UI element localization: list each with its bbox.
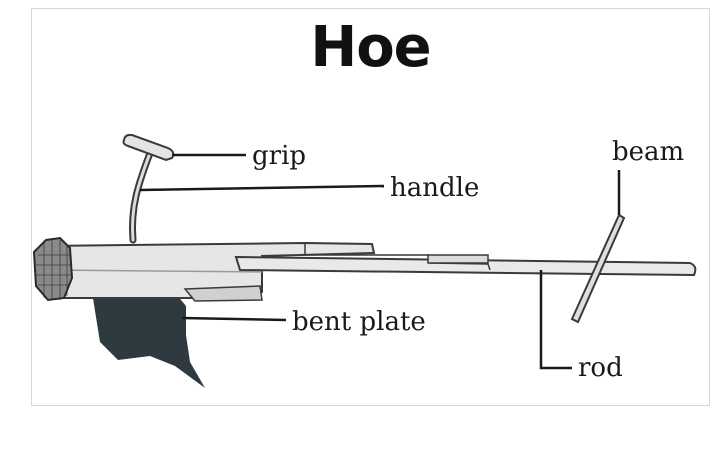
label-bent-plate: bent plate — [292, 307, 426, 337]
main-beam-shape — [42, 241, 376, 299]
grip-shape — [122, 133, 175, 162]
label-handle: handle — [390, 173, 479, 203]
beam-crossbar — [570, 213, 626, 324]
rod-leader — [539, 270, 572, 370]
rod-shape — [234, 255, 697, 277]
label-rod: rod — [578, 353, 623, 383]
label-beam: beam — [612, 137, 684, 167]
label-grip: grip — [252, 141, 306, 171]
handle-leader — [139, 184, 385, 192]
bent-plate-shape — [92, 276, 205, 388]
diagram-title: Hoe — [310, 15, 431, 80]
bent-plate-leader — [181, 316, 287, 322]
beam-end-face — [32, 236, 74, 302]
